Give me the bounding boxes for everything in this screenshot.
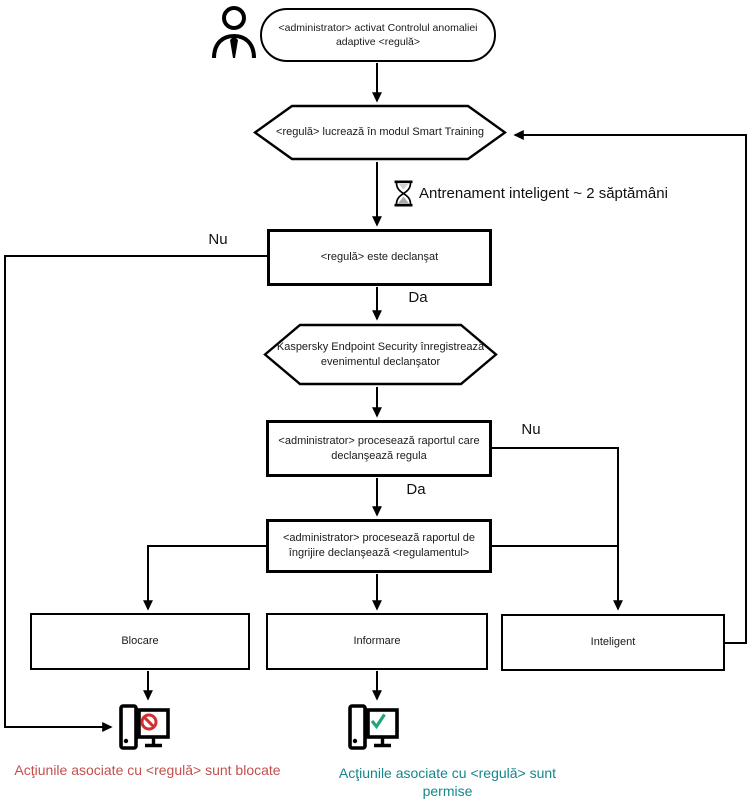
- administrator-person-icon: [212, 6, 256, 59]
- pc-allowed-icon: [348, 704, 399, 750]
- node-kes-logs-label: Kaspersky Endpoint Security înregistreaz…: [276, 340, 485, 368]
- edge-label-no-2: Nu: [521, 421, 541, 438]
- edge-label-yes-2: Da: [406, 481, 426, 498]
- node-informare: Informare: [266, 613, 488, 670]
- outcome-blocked-caption: Acţiunile asociate cu <regulă> sunt bloc…: [14, 762, 281, 778]
- node-report-processed-label: <administrator> procesează raportul care…: [278, 434, 480, 462]
- node-inteligent-label: Inteligent: [590, 636, 636, 649]
- node-informare-label: Informare: [353, 635, 401, 648]
- node-kes-logs: Kaspersky Endpoint Security înregistreaz…: [263, 323, 498, 386]
- pc-blocked-icon: [119, 704, 170, 750]
- node-blocare-label: Blocare: [121, 635, 159, 648]
- node-blocare: Blocare: [30, 613, 250, 670]
- edge-label-yes-1: Da: [408, 289, 428, 306]
- training-duration-note: Antrenament inteligent ~ 2 săptămâni: [419, 185, 668, 202]
- node-start-label: <administrator> activat Controlul anomal…: [278, 21, 478, 48]
- node-smart-training-label: <regulă> lucrează în modul Smart Trainin…: [276, 126, 484, 139]
- node-report-care-label: <administrator> procesează raportul de î…: [283, 532, 475, 559]
- node-start: <administrator> activat Controlul anomal…: [260, 8, 496, 62]
- node-rule-triggered-label: <regulă> este declanşat: [320, 251, 439, 264]
- hourglass-icon: [394, 180, 413, 207]
- hexagon-shape: [253, 104, 507, 161]
- outcome-allowed-caption: Acţiunile asociate cu <regulă> sunt perm…: [338, 765, 557, 800]
- node-smart-training: <regulă> lucrează în modul Smart Trainin…: [253, 104, 507, 161]
- node-report-processed: <administrator> procesează raportul care…: [266, 420, 492, 477]
- hexagon-shape: [263, 323, 498, 386]
- node-rule-triggered: <regulă> este declanşat: [267, 229, 492, 286]
- node-inteligent: Inteligent: [501, 614, 725, 671]
- node-report-care: <administrator> procesează raportul de î…: [266, 519, 492, 573]
- edge-label-no-1: Nu: [208, 231, 228, 248]
